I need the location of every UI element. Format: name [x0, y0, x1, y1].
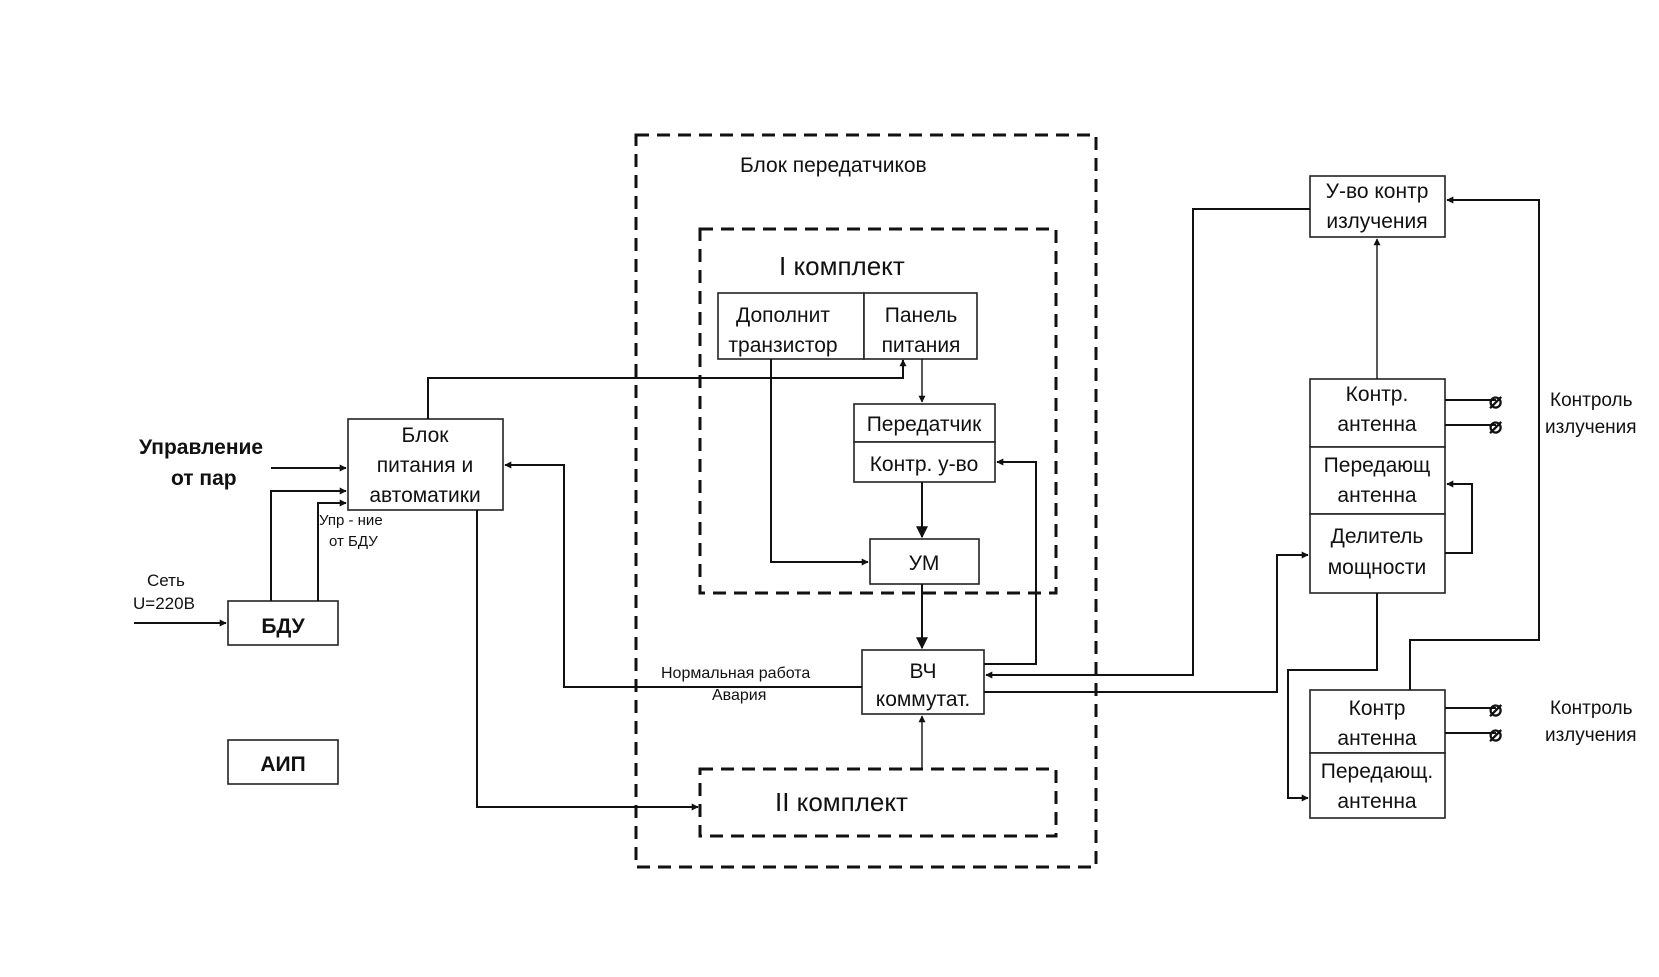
arrow-divider-transmit-2	[1287, 593, 1378, 802]
terminal-group-2: ⌀ ⌀	[1445, 696, 1503, 746]
svg-text:Делитель: Делитель	[1331, 525, 1424, 548]
emission-control-label-1b: излучения	[1545, 417, 1637, 438]
arrow-transistor-um	[770, 359, 869, 566]
arrow-hf-divider	[984, 551, 1309, 693]
terminal-group-1: ⌀ ⌀	[1445, 388, 1503, 438]
line-power-to-panel	[427, 359, 907, 419]
transmitter-block-frame	[634, 133, 1098, 869]
svg-text:Контр: Контр	[1349, 697, 1406, 720]
emission-control-label-1a: Контроль	[1550, 390, 1633, 411]
bdu-block: БДУ	[227, 600, 339, 646]
arrow-hf-control	[984, 458, 1037, 665]
svg-text:излучения: излучения	[1326, 210, 1427, 233]
control-from-bdu-label-1: Упр - ние	[319, 512, 383, 529]
power-panel-block: Панель питания	[863, 292, 978, 360]
svg-text:Передатчик: Передатчик	[867, 413, 982, 436]
svg-text:Панель: Панель	[885, 304, 958, 327]
mains-label-2: U=220В	[133, 594, 195, 613]
svg-text:транзистор: транзистор	[728, 334, 837, 357]
arrow-power-set2	[476, 510, 699, 811]
aip-block: АИП	[227, 739, 339, 785]
svg-text:ВЧ: ВЧ	[909, 660, 936, 683]
svg-text:мощности: мощности	[1328, 556, 1427, 579]
svg-text:БДУ: БДУ	[261, 615, 305, 638]
arrow-emission-hf	[985, 208, 1310, 679]
arrow-bdu-power-2	[317, 499, 347, 601]
terminal-symbol-4: ⌀	[1489, 721, 1503, 746]
svg-text:У-во контр: У-во контр	[1326, 180, 1429, 203]
svg-text:коммутат.: коммутат.	[876, 688, 970, 711]
set-2-title: II комплект	[775, 787, 908, 817]
hf-switch-block: ВЧ коммутат.	[861, 649, 985, 715]
terminal-symbol-3: ⌀	[1489, 696, 1503, 721]
power-divider-block: Делитель мощности	[1309, 513, 1446, 594]
emission-control-device-block: У-во контр излучения	[1309, 175, 1446, 238]
arrow-bdu-power-1	[270, 487, 347, 601]
set-1-frame	[698, 227, 1058, 595]
control-antenna-2-block: Контр антенна	[1309, 689, 1446, 754]
svg-text:антенна: антенна	[1337, 413, 1417, 436]
terminal-symbol-1: ⌀	[1489, 388, 1503, 413]
svg-text:Передающ.: Передающ.	[1321, 760, 1433, 783]
svg-text:АИП: АИП	[260, 753, 305, 776]
normal-operation-label: Нормальная работа	[661, 665, 810, 682]
svg-text:автоматики: автоматики	[369, 484, 480, 507]
emission-control-label-2b: излучения	[1545, 725, 1637, 746]
svg-text:антенна: антенна	[1337, 790, 1417, 813]
arrow-divider-transmit-1	[1445, 480, 1473, 554]
control-from-par-label-2: от пар	[171, 467, 237, 490]
um-block: УМ	[869, 538, 980, 585]
svg-text:Контр.: Контр.	[1346, 383, 1409, 406]
emission-control-label-2a: Контроль	[1550, 698, 1633, 719]
transmit-antenna-2-block: Передающ. антенна	[1309, 752, 1446, 819]
svg-text:УМ: УМ	[909, 552, 940, 575]
set-1-title: I комплект	[779, 251, 905, 281]
mains-label-1: Сеть	[147, 571, 185, 590]
terminal-symbol-2: ⌀	[1489, 413, 1503, 438]
svg-text:Блок: Блок	[402, 424, 450, 447]
arrow-ctrl-antenna2-emission	[1409, 196, 1540, 690]
control-from-par-label-1: Управление	[139, 436, 263, 459]
arrow-hf-status-power	[504, 461, 862, 688]
additional-transistor-block: Дополнит транзистор	[717, 292, 865, 360]
control-antenna-1-block: Контр. антенна	[1309, 378, 1446, 448]
transmitter-block: Передатчик	[853, 403, 996, 443]
transmitter-block-title: Блок передатчиков	[740, 154, 927, 177]
set-2-frame	[698, 767, 1058, 838]
svg-text:Контр. у-во: Контр. у-во	[870, 453, 979, 476]
svg-text:Передающ: Передающ	[1324, 454, 1431, 477]
transmit-antenna-1-block: Передающ антенна	[1309, 446, 1446, 515]
svg-text:питания и: питания и	[377, 454, 473, 477]
control-from-bdu-label-2: от БДУ	[329, 533, 378, 550]
control-device-block: Контр. у-во	[853, 441, 996, 483]
svg-text:Дополнит: Дополнит	[736, 304, 830, 327]
svg-text:антенна: антенна	[1337, 727, 1417, 750]
svg-text:питания: питания	[882, 334, 961, 357]
power-automation-block: Блок питания и автоматики	[347, 418, 504, 511]
svg-text:антенна: антенна	[1337, 484, 1417, 507]
alarm-label: Авария	[712, 687, 766, 704]
